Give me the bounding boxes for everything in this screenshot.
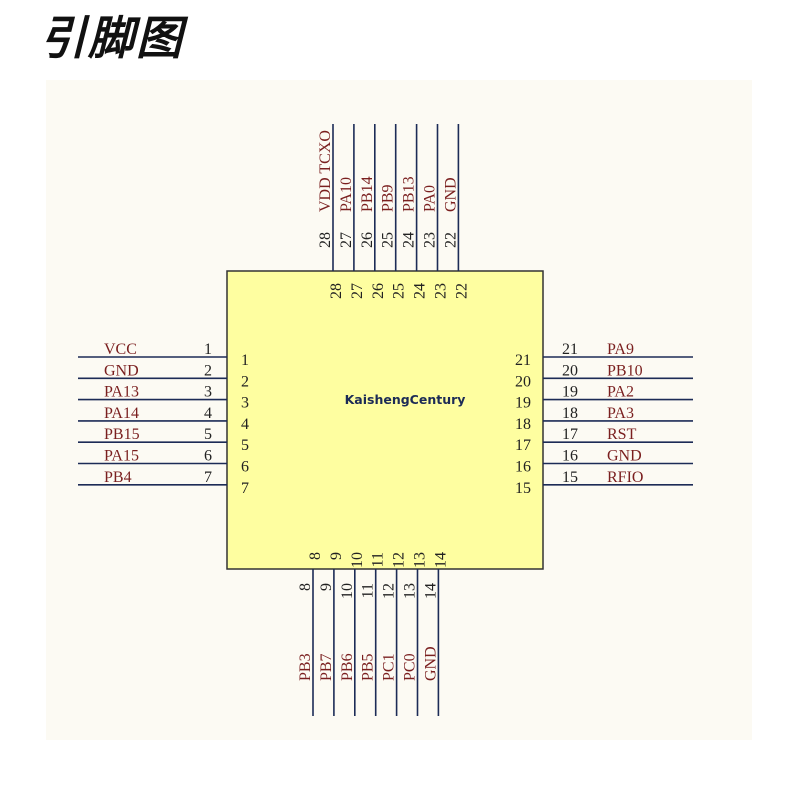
pin-number-outer-25: 25 [380, 232, 397, 248]
pin-number-outer-28: 28 [317, 232, 334, 248]
pin-number-outer-11: 11 [360, 583, 377, 598]
pin-number-outer-19: 19 [562, 384, 578, 401]
pin-number-outer-18: 18 [562, 405, 578, 422]
pin-label-8: PB3 [297, 653, 314, 681]
pin-label-22: GND [442, 177, 459, 212]
pin-label-11: PB5 [360, 653, 377, 681]
pin-label-6: PA15 [104, 448, 139, 465]
pin-number-inner-16: 16 [515, 459, 531, 476]
pin-number-inner-24: 24 [412, 283, 429, 299]
pin-number-inner-6: 6 [241, 459, 249, 476]
pin-number-inner-7: 7 [241, 480, 249, 497]
pin-number-outer-22: 22 [442, 232, 459, 248]
pin-label-19: PA2 [607, 384, 634, 401]
pin-number-inner-26: 26 [370, 283, 387, 299]
pin-number-inner-23: 23 [433, 283, 450, 299]
pin-number-outer-16: 16 [562, 448, 578, 465]
pin-number-outer-6: 6 [204, 448, 212, 465]
pin-number-outer-4: 4 [204, 405, 212, 422]
pin-label-26: PB14 [359, 176, 376, 212]
pin-label-27: PA10 [338, 177, 355, 212]
pin-number-inner-2: 2 [241, 373, 249, 390]
pin-number-inner-27: 27 [349, 283, 366, 299]
pin-number-outer-13: 13 [402, 583, 419, 599]
pin-number-inner-14: 14 [432, 552, 449, 568]
pin-label-3: PA13 [104, 384, 139, 401]
pin-number-inner-4: 4 [241, 416, 249, 433]
pin-number-inner-18: 18 [515, 416, 531, 433]
pin-number-outer-23: 23 [422, 232, 439, 248]
pin-label-5: PB15 [104, 426, 140, 443]
pin-number-outer-14: 14 [422, 583, 439, 599]
pin-label-28: VDD TCXO [317, 130, 334, 212]
pin-number-outer-24: 24 [401, 232, 418, 248]
pin-label-16: GND [607, 448, 642, 465]
chip-body [226, 270, 544, 570]
pin-number-inner-22: 22 [453, 283, 470, 299]
pin-label-17: RST [607, 426, 637, 443]
pin-label-25: PB9 [380, 184, 397, 212]
pin-number-outer-15: 15 [562, 469, 578, 486]
pin-label-15: RFIO [607, 469, 643, 486]
pin-label-24: PB13 [401, 176, 418, 212]
pin-number-outer-21: 21 [562, 341, 578, 358]
pin-number-outer-26: 26 [359, 232, 376, 248]
pin-number-inner-11: 11 [370, 552, 387, 567]
pin-number-inner-17: 17 [515, 437, 531, 454]
pin-label-9: PB7 [318, 653, 335, 681]
pin-number-inner-25: 25 [391, 283, 408, 299]
pin-number-inner-10: 10 [349, 552, 366, 568]
chip-label: KaishengCentury [345, 392, 466, 407]
pin-number-outer-10: 10 [339, 583, 356, 599]
pin-number-inner-12: 12 [391, 552, 408, 568]
pin-label-1: VCC [104, 341, 137, 358]
pin-number-inner-28: 28 [328, 283, 345, 299]
pin-number-outer-12: 12 [381, 583, 398, 599]
pin-label-7: PB4 [104, 469, 132, 486]
pin-number-outer-17: 17 [562, 426, 578, 443]
pin-number-inner-21: 21 [515, 352, 531, 369]
pin-number-inner-3: 3 [241, 395, 249, 412]
pin-label-4: PA14 [104, 405, 139, 422]
pin-label-10: PB6 [339, 653, 356, 681]
pin-label-23: PA0 [422, 185, 439, 212]
pin-number-inner-8: 8 [307, 552, 324, 560]
pin-number-outer-8: 8 [297, 583, 314, 591]
pin-number-inner-13: 13 [412, 552, 429, 568]
pin-label-21: PA9 [607, 341, 634, 358]
pin-number-outer-9: 9 [318, 583, 335, 591]
pin-number-outer-7: 7 [204, 469, 212, 486]
pin-number-inner-9: 9 [328, 552, 345, 560]
pin-number-inner-1: 1 [241, 352, 249, 369]
pin-number-inner-15: 15 [515, 480, 531, 497]
pin-label-13: PC0 [402, 653, 419, 681]
pin-number-inner-19: 19 [515, 395, 531, 412]
pin-number-outer-1: 1 [204, 341, 212, 358]
pin-number-inner-20: 20 [515, 373, 531, 390]
pin-number-outer-20: 20 [562, 362, 578, 379]
pin-number-outer-27: 27 [338, 232, 355, 248]
pin-label-20: PB10 [607, 362, 643, 379]
pin-label-14: GND [422, 646, 439, 681]
pin-number-outer-3: 3 [204, 384, 212, 401]
pin-label-2: GND [104, 362, 139, 379]
pin-number-inner-5: 5 [241, 437, 249, 454]
pin-number-outer-2: 2 [204, 362, 212, 379]
page-title: 引脚图 [40, 11, 184, 65]
pin-number-outer-5: 5 [204, 426, 212, 443]
pin-label-12: PC1 [381, 653, 398, 681]
pin-label-18: PA3 [607, 405, 634, 422]
